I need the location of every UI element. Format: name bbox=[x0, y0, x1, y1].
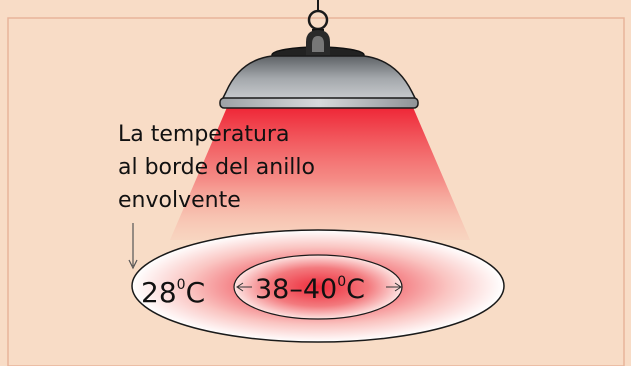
caption-line-2: al borde del anillo bbox=[118, 155, 315, 180]
edge-temperature: 280C bbox=[141, 276, 205, 309]
heater-lamp-icon bbox=[219, 30, 419, 109]
caption-line-3: envolvente bbox=[118, 188, 241, 213]
inner-frame bbox=[7, 17, 625, 366]
left-arrow-icon bbox=[236, 282, 252, 292]
center-temperature: 38–400C bbox=[255, 274, 365, 305]
pointer-arrow-icon bbox=[128, 223, 138, 270]
heat-beam bbox=[170, 105, 470, 240]
caption-line-1: La temperatura bbox=[118, 122, 289, 147]
heat-ring-inner bbox=[233, 254, 403, 320]
right-arrow-icon bbox=[386, 282, 402, 292]
